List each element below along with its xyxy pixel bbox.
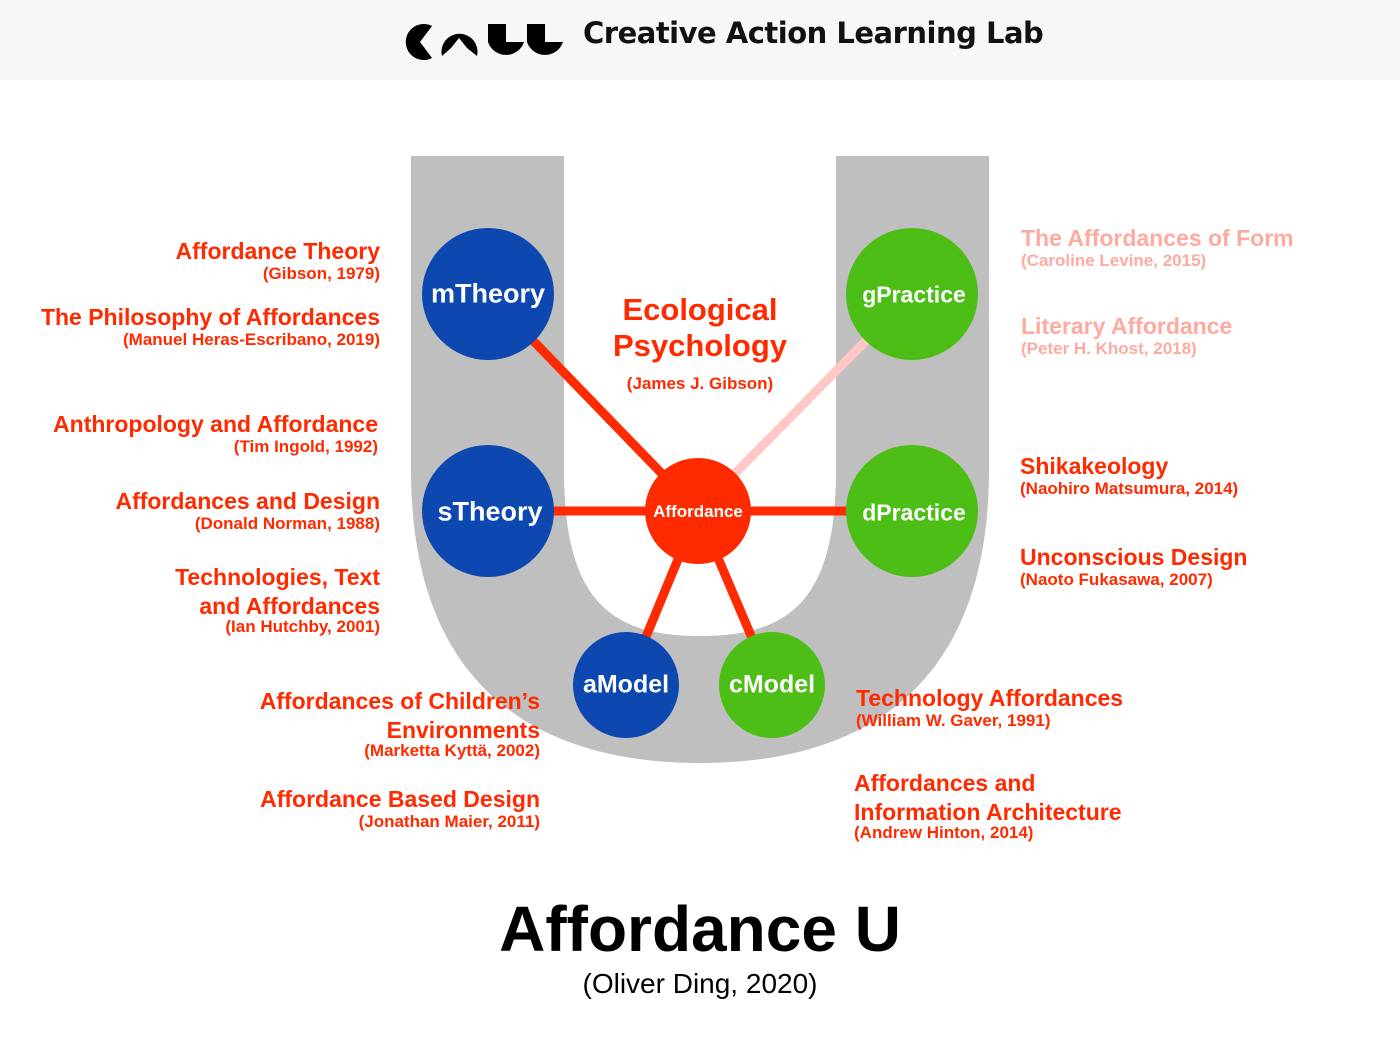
lab-name: Creative Action Learning Lab [583, 16, 1044, 50]
ref-author: (Caroline Levine, 2015) [1021, 251, 1207, 270]
right-ref: Unconscious Design(Naoto Fukasawa, 2007) [1020, 544, 1248, 589]
ref-title: Technologies, Text [175, 564, 380, 590]
logo-letter-l2 [527, 24, 563, 55]
node-dpractice [846, 445, 978, 577]
left-ref: Anthropology and Affordance(Tim Ingold, … [53, 411, 378, 456]
right-ref: The Affordances of Form(Caroline Levine,… [1021, 225, 1294, 270]
node-label-amodel: aModel [582, 670, 670, 699]
ref-title: Unconscious Design [1020, 544, 1248, 570]
ref-author: (Naohiro Matsumura, 2014) [1020, 479, 1239, 498]
ref-title: Shikakeology [1020, 453, 1169, 479]
diagram-title: Affordance U [499, 893, 901, 965]
ref-title: and Affordances [199, 593, 380, 619]
center-title-line2: Psychology [613, 328, 787, 363]
ref-title: Technology Affordances [856, 685, 1124, 711]
call-logo [405, 24, 563, 60]
ref-title: Affordances of Children’s [259, 688, 540, 714]
ref-author: (Gibson, 1979) [262, 264, 380, 283]
left-ref: Affordances and Design(Donald Norman, 19… [115, 488, 380, 533]
node-label-stheory: sTheory [437, 496, 543, 527]
center-title: Ecological Psychology [560, 292, 840, 364]
ref-title: Information Architecture [854, 799, 1122, 825]
node-label-dpractice: dPractice [862, 499, 966, 526]
node-label-affordance: Affordance [653, 502, 743, 521]
node-stheory [422, 445, 554, 577]
ref-title: Anthropology and Affordance [53, 411, 378, 437]
right-ref: Literary Affordance(Peter H. Khost, 2018… [1021, 313, 1233, 358]
center-author: (James J. Gibson) [626, 374, 774, 393]
ref-title: Literary Affordance [1021, 313, 1233, 339]
right-ref: Technology Affordances(William W. Gaver,… [856, 685, 1124, 730]
diagram-subtitle: (Oliver Ding, 2020) [582, 968, 818, 999]
node-label-cmodel: cModel [728, 670, 816, 699]
logo-letter-a [441, 33, 478, 56]
ref-title: Affordance Theory [175, 238, 380, 264]
ref-author: (Tim Ingold, 1992) [233, 437, 378, 456]
left-ref: Affordance Based Design(Jonathan Maier, … [260, 786, 540, 831]
ref-author: (Donald Norman, 1988) [194, 514, 380, 533]
ref-author: (Ian Hutchby, 2001) [225, 617, 380, 636]
node-cmodel [719, 632, 825, 738]
ref-author: (William W. Gaver, 1991) [856, 711, 1051, 730]
ref-author: (Manuel Heras-Escribano, 2019) [123, 330, 380, 349]
logo-letter-l1 [488, 24, 524, 55]
header-bar [0, 0, 1400, 80]
ref-title: Affordances and Design [115, 488, 380, 514]
left-ref: Affordance Theory(Gibson, 1979) [175, 238, 380, 283]
ref-author: (Jonathan Maier, 2011) [358, 812, 540, 831]
node-amodel [573, 632, 679, 738]
node-label-gpractice: gPractice [862, 281, 966, 308]
node-mtheory [422, 228, 554, 360]
right-ref: Shikakeology(Naohiro Matsumura, 2014) [1020, 453, 1239, 498]
ref-title: Affordance Based Design [260, 786, 540, 812]
node-label-mtheory: mTheory [430, 278, 546, 309]
center-title-line1: Ecological [622, 292, 778, 327]
ref-title: The Affordances of Form [1021, 225, 1294, 251]
ref-author: (Peter H. Khost, 2018) [1021, 339, 1197, 358]
left-ref: Technologies, Text and Affordances(Ian Hu… [175, 563, 380, 635]
node-gpractice [846, 228, 978, 360]
node-affordance [645, 458, 751, 564]
u-shape [411, 156, 989, 763]
left-ref: The Philosophy of Affordances(Manuel Her… [40, 304, 380, 349]
ref-title: Affordances and [854, 770, 1036, 796]
ref-author: (Marketta Kyttä, 2002) [364, 741, 540, 760]
logo-letter-c [405, 24, 432, 60]
ref-title: Environments [386, 717, 540, 743]
ref-title: The Philosophy of Affordances [40, 304, 380, 330]
ref-author: (Naoto Fukasawa, 2007) [1020, 570, 1213, 589]
ref-author: (Andrew Hinton, 2014) [854, 823, 1034, 842]
